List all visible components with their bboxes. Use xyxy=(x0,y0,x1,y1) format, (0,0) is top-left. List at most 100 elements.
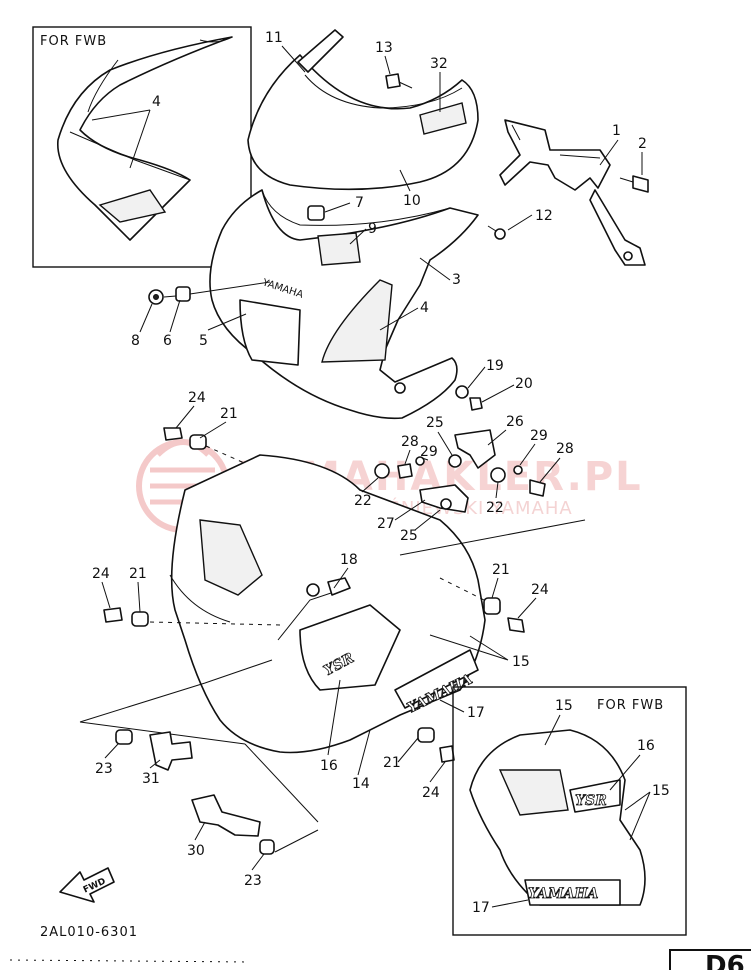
grommet-6 xyxy=(175,286,191,302)
callout-19: 19 xyxy=(486,358,504,374)
callout-labels: 11 13 32 1 2 10 7 12 9 3 8 6 5 4 19 20 2… xyxy=(92,30,647,889)
inset-bottom-fairing xyxy=(469,729,646,906)
callout-1: 1 xyxy=(612,123,621,139)
inset-top-title: FOR FWB xyxy=(40,34,107,49)
grommet-21-left xyxy=(131,611,149,627)
screw-8 xyxy=(148,289,164,305)
callout-28-b: 28 xyxy=(556,441,574,457)
callout-6: 6 xyxy=(163,333,172,349)
callout-11: 11 xyxy=(265,30,283,46)
grommet-7 xyxy=(307,205,325,221)
callout-13: 13 xyxy=(375,40,393,56)
fairing-bracket xyxy=(499,119,646,266)
bolt-18 xyxy=(306,577,351,597)
nut-23-lower xyxy=(259,839,275,855)
washer-29-left xyxy=(415,456,425,466)
bolt-2 xyxy=(619,175,649,193)
inset-top-left: FOR FWB 4 xyxy=(32,26,252,268)
windscreen-body xyxy=(247,54,479,191)
callout-25-a: 25 xyxy=(426,415,444,431)
callout-21-d: 21 xyxy=(383,755,401,771)
callout-24-b: 24 xyxy=(92,566,110,582)
grommet-22-left xyxy=(374,463,390,479)
upper-fairing-inner-panel-5 xyxy=(239,299,301,366)
callout-23-a: 23 xyxy=(95,761,113,777)
lower-fairing-body xyxy=(170,454,486,754)
lower-fairing-ysr-panel xyxy=(299,604,401,691)
callout-4: 4 xyxy=(420,300,429,316)
washer-29-right xyxy=(513,465,523,475)
inset-bottom-callout-16: 16 xyxy=(637,738,655,754)
screw-24-left xyxy=(103,607,123,623)
callout-15: 15 xyxy=(512,654,530,670)
callout-27: 27 xyxy=(377,516,395,532)
callout-32: 32 xyxy=(430,56,448,72)
grommet-21-lower xyxy=(417,727,435,743)
callout-18: 18 xyxy=(340,552,358,568)
grommet-22-right xyxy=(490,467,506,483)
bracket-27 xyxy=(419,484,469,513)
grommet-21-upper-left xyxy=(189,434,207,450)
footer: 2AL010-6301 D6 xyxy=(9,925,751,970)
inset-bottom-callout-15-top: 15 xyxy=(555,698,573,714)
screw-28-left xyxy=(397,463,413,479)
inset-bottom-callout-17: 17 xyxy=(472,900,490,916)
inset-bottom-vent xyxy=(498,769,569,816)
screw-12 xyxy=(487,225,506,240)
inset-bottom-callout-15-right: 15 xyxy=(652,783,670,799)
upper-fairing: YAMAHA xyxy=(209,189,479,420)
windscreen-trim xyxy=(297,29,344,73)
windscreen-label-plate xyxy=(419,102,467,135)
inset-top-callout-4: 4 xyxy=(152,94,161,110)
callout-9: 9 xyxy=(368,221,377,237)
screw-13 xyxy=(385,73,413,89)
screw-20 xyxy=(469,397,483,411)
callout-31: 31 xyxy=(142,771,160,787)
page-tab-label: D6 xyxy=(705,951,745,970)
callout-25-b: 25 xyxy=(400,528,418,544)
callout-14: 14 xyxy=(352,776,370,792)
callout-17: 17 xyxy=(467,705,485,721)
callout-24-c: 24 xyxy=(531,582,549,598)
inset-top-window xyxy=(98,189,167,223)
diagram-code: 2AL010-6301 xyxy=(40,925,138,940)
screw-24-right xyxy=(507,617,525,633)
lower-fairing-yamaha-strip xyxy=(394,649,479,709)
callout-22-b: 22 xyxy=(486,500,504,516)
callout-8: 8 xyxy=(131,333,140,349)
screw-24-upper-left xyxy=(163,427,183,441)
stay-31 xyxy=(149,731,193,771)
bracket-26 xyxy=(454,429,496,469)
inset-top-fairing xyxy=(57,36,233,241)
callout-29-b: 29 xyxy=(530,428,548,444)
callout-3: 3 xyxy=(452,272,461,288)
callout-24-d: 24 xyxy=(422,785,440,801)
inset-bottom-frame xyxy=(452,686,687,936)
inset-bottom-ysr-decal: YSR xyxy=(575,793,607,809)
screw-28-right xyxy=(529,479,546,497)
inset-bottom-title: FOR FWB xyxy=(597,698,664,713)
callout-28-a: 28 xyxy=(401,434,419,450)
callout-21-b: 21 xyxy=(129,566,147,582)
screw-24-lower xyxy=(439,745,455,763)
windscreen xyxy=(247,29,479,191)
lower-fairing-vent xyxy=(199,519,263,596)
callout-16: 16 xyxy=(320,758,338,774)
inset-bottom-yamaha-decal: YAMAHA xyxy=(528,886,599,902)
callout-26: 26 xyxy=(506,414,524,430)
callout-2: 2 xyxy=(638,136,647,152)
callout-21-a: 21 xyxy=(220,406,238,422)
lower-fairing: YSR YAMAHA xyxy=(149,454,491,754)
callout-22-a: 22 xyxy=(354,493,372,509)
callout-21-c: 21 xyxy=(492,562,510,578)
callout-29-a: 29 xyxy=(420,444,438,460)
fwd-arrow-icon: FWD xyxy=(59,867,115,903)
callout-24-a: 24 xyxy=(188,390,206,406)
nut-23-upper xyxy=(115,729,133,745)
grommet-21-right xyxy=(483,597,501,615)
upper-fairing-vent-9 xyxy=(317,232,361,266)
callout-23-b: 23 xyxy=(244,873,262,889)
callout-5: 5 xyxy=(199,333,208,349)
washer-19 xyxy=(455,385,469,399)
